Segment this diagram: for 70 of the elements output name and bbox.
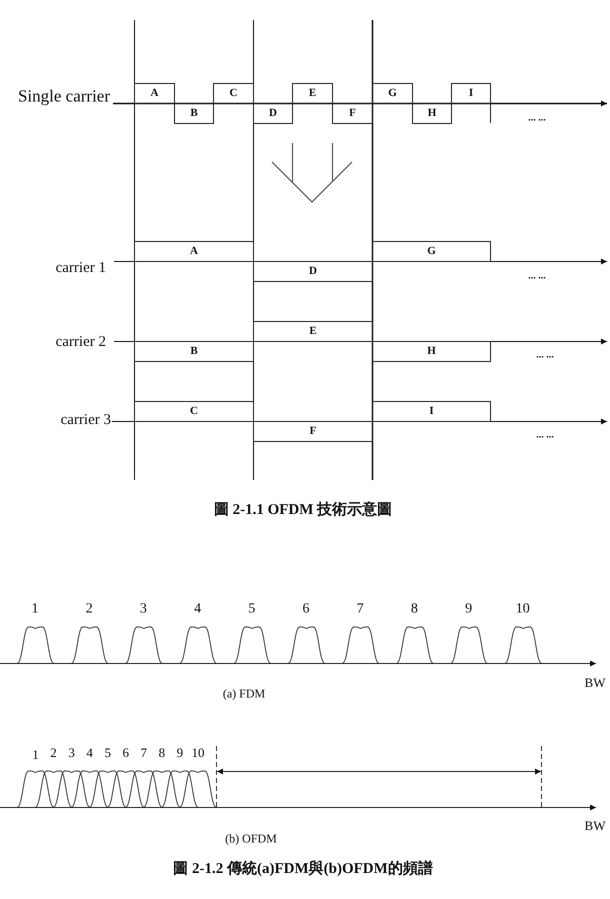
symbol-block bbox=[412, 103, 452, 124]
symbol-block bbox=[372, 241, 491, 262]
symbol-letter: C bbox=[190, 406, 198, 417]
symbol-block bbox=[253, 261, 373, 282]
symbol-letter: B bbox=[190, 346, 198, 357]
symbol-block bbox=[134, 401, 254, 422]
subcarrier-number: 9 bbox=[465, 601, 472, 617]
symbol-letter: C bbox=[230, 88, 238, 99]
symbol-letter: A bbox=[190, 246, 198, 257]
axis-label: BW bbox=[584, 676, 606, 690]
subfigure-label: (a) FDM bbox=[222, 687, 266, 701]
subcarrier-number: 4 bbox=[86, 746, 93, 760]
ellipsis: ... ... bbox=[536, 350, 554, 360]
symbol-letter: E bbox=[308, 88, 316, 99]
subfigure-label: (b) OFDM bbox=[225, 832, 277, 846]
symbol-block bbox=[372, 401, 491, 422]
subcarrier-number: 2 bbox=[86, 601, 93, 617]
subcarrier-number: 9 bbox=[176, 746, 184, 760]
symbol-block bbox=[174, 103, 214, 124]
subcarrier-number: 3 bbox=[68, 746, 75, 760]
symbol-letter: E bbox=[309, 326, 317, 337]
symbol-letter: D bbox=[309, 266, 317, 277]
symbol-block bbox=[134, 83, 175, 104]
symbol-block bbox=[292, 83, 333, 104]
symbol-block bbox=[213, 83, 254, 104]
axis-label: BW bbox=[584, 818, 606, 834]
symbol-letter: D bbox=[269, 108, 277, 119]
symbol-letter: A bbox=[150, 88, 158, 99]
axis-label: carrier 3 bbox=[60, 412, 111, 428]
symbol-block bbox=[332, 103, 373, 124]
subcarrier-number: 7 bbox=[356, 601, 364, 617]
symbol-block bbox=[372, 341, 491, 362]
subcarrier-number: 7 bbox=[140, 746, 148, 760]
subcarrier-number: 3 bbox=[140, 601, 147, 617]
axis-label: carrier 2 bbox=[56, 334, 106, 350]
subcarrier-number: 6 bbox=[122, 746, 129, 760]
axis-label: carrier 1 bbox=[56, 260, 106, 276]
symbol-block bbox=[372, 83, 413, 104]
subcarrier-number: 10 bbox=[191, 746, 204, 760]
figure-caption: 圖 2-1.2 傳統(a)FDM與(b)OFDM的頻譜 bbox=[173, 860, 433, 878]
subcarrier-number: 8 bbox=[410, 601, 418, 617]
symbol-block bbox=[451, 83, 491, 104]
symbol-letter: H bbox=[427, 346, 436, 357]
symbol-block bbox=[253, 421, 373, 442]
subcarrier-number: 5 bbox=[104, 746, 111, 760]
symbol-letter: I bbox=[468, 88, 474, 99]
symbol-letter: I bbox=[429, 406, 434, 417]
ellipsis: ... ... bbox=[528, 112, 546, 124]
subcarrier-number: 1 bbox=[32, 748, 39, 762]
ellipsis: ... ... bbox=[536, 430, 554, 440]
subcarrier-number: 10 bbox=[516, 601, 530, 617]
symbol-letter: F bbox=[310, 426, 316, 437]
subcarrier-number: 1 bbox=[32, 601, 38, 617]
symbol-letter: G bbox=[388, 88, 397, 99]
symbol-block bbox=[253, 103, 293, 124]
symbol-block bbox=[134, 341, 254, 362]
figure-caption: 圖 2-1.1 OFDM 技術示意圖 bbox=[214, 502, 392, 518]
subcarrier-number: 5 bbox=[248, 601, 256, 617]
symbol-letter: B bbox=[190, 108, 198, 119]
subcarrier-number: 4 bbox=[194, 601, 202, 617]
symbol-block bbox=[134, 241, 254, 262]
subcarrier-number: 2 bbox=[50, 746, 57, 760]
subcarrier-number: 8 bbox=[158, 746, 166, 760]
symbol-block bbox=[253, 321, 373, 342]
subcarrier-number: 6 bbox=[302, 601, 310, 617]
axis-label: Single carrier bbox=[18, 88, 110, 106]
symbol-letter: H bbox=[428, 108, 436, 119]
symbol-letter: G bbox=[427, 246, 436, 257]
symbol-letter: F bbox=[349, 108, 356, 119]
ellipsis: ... ... bbox=[528, 270, 546, 282]
